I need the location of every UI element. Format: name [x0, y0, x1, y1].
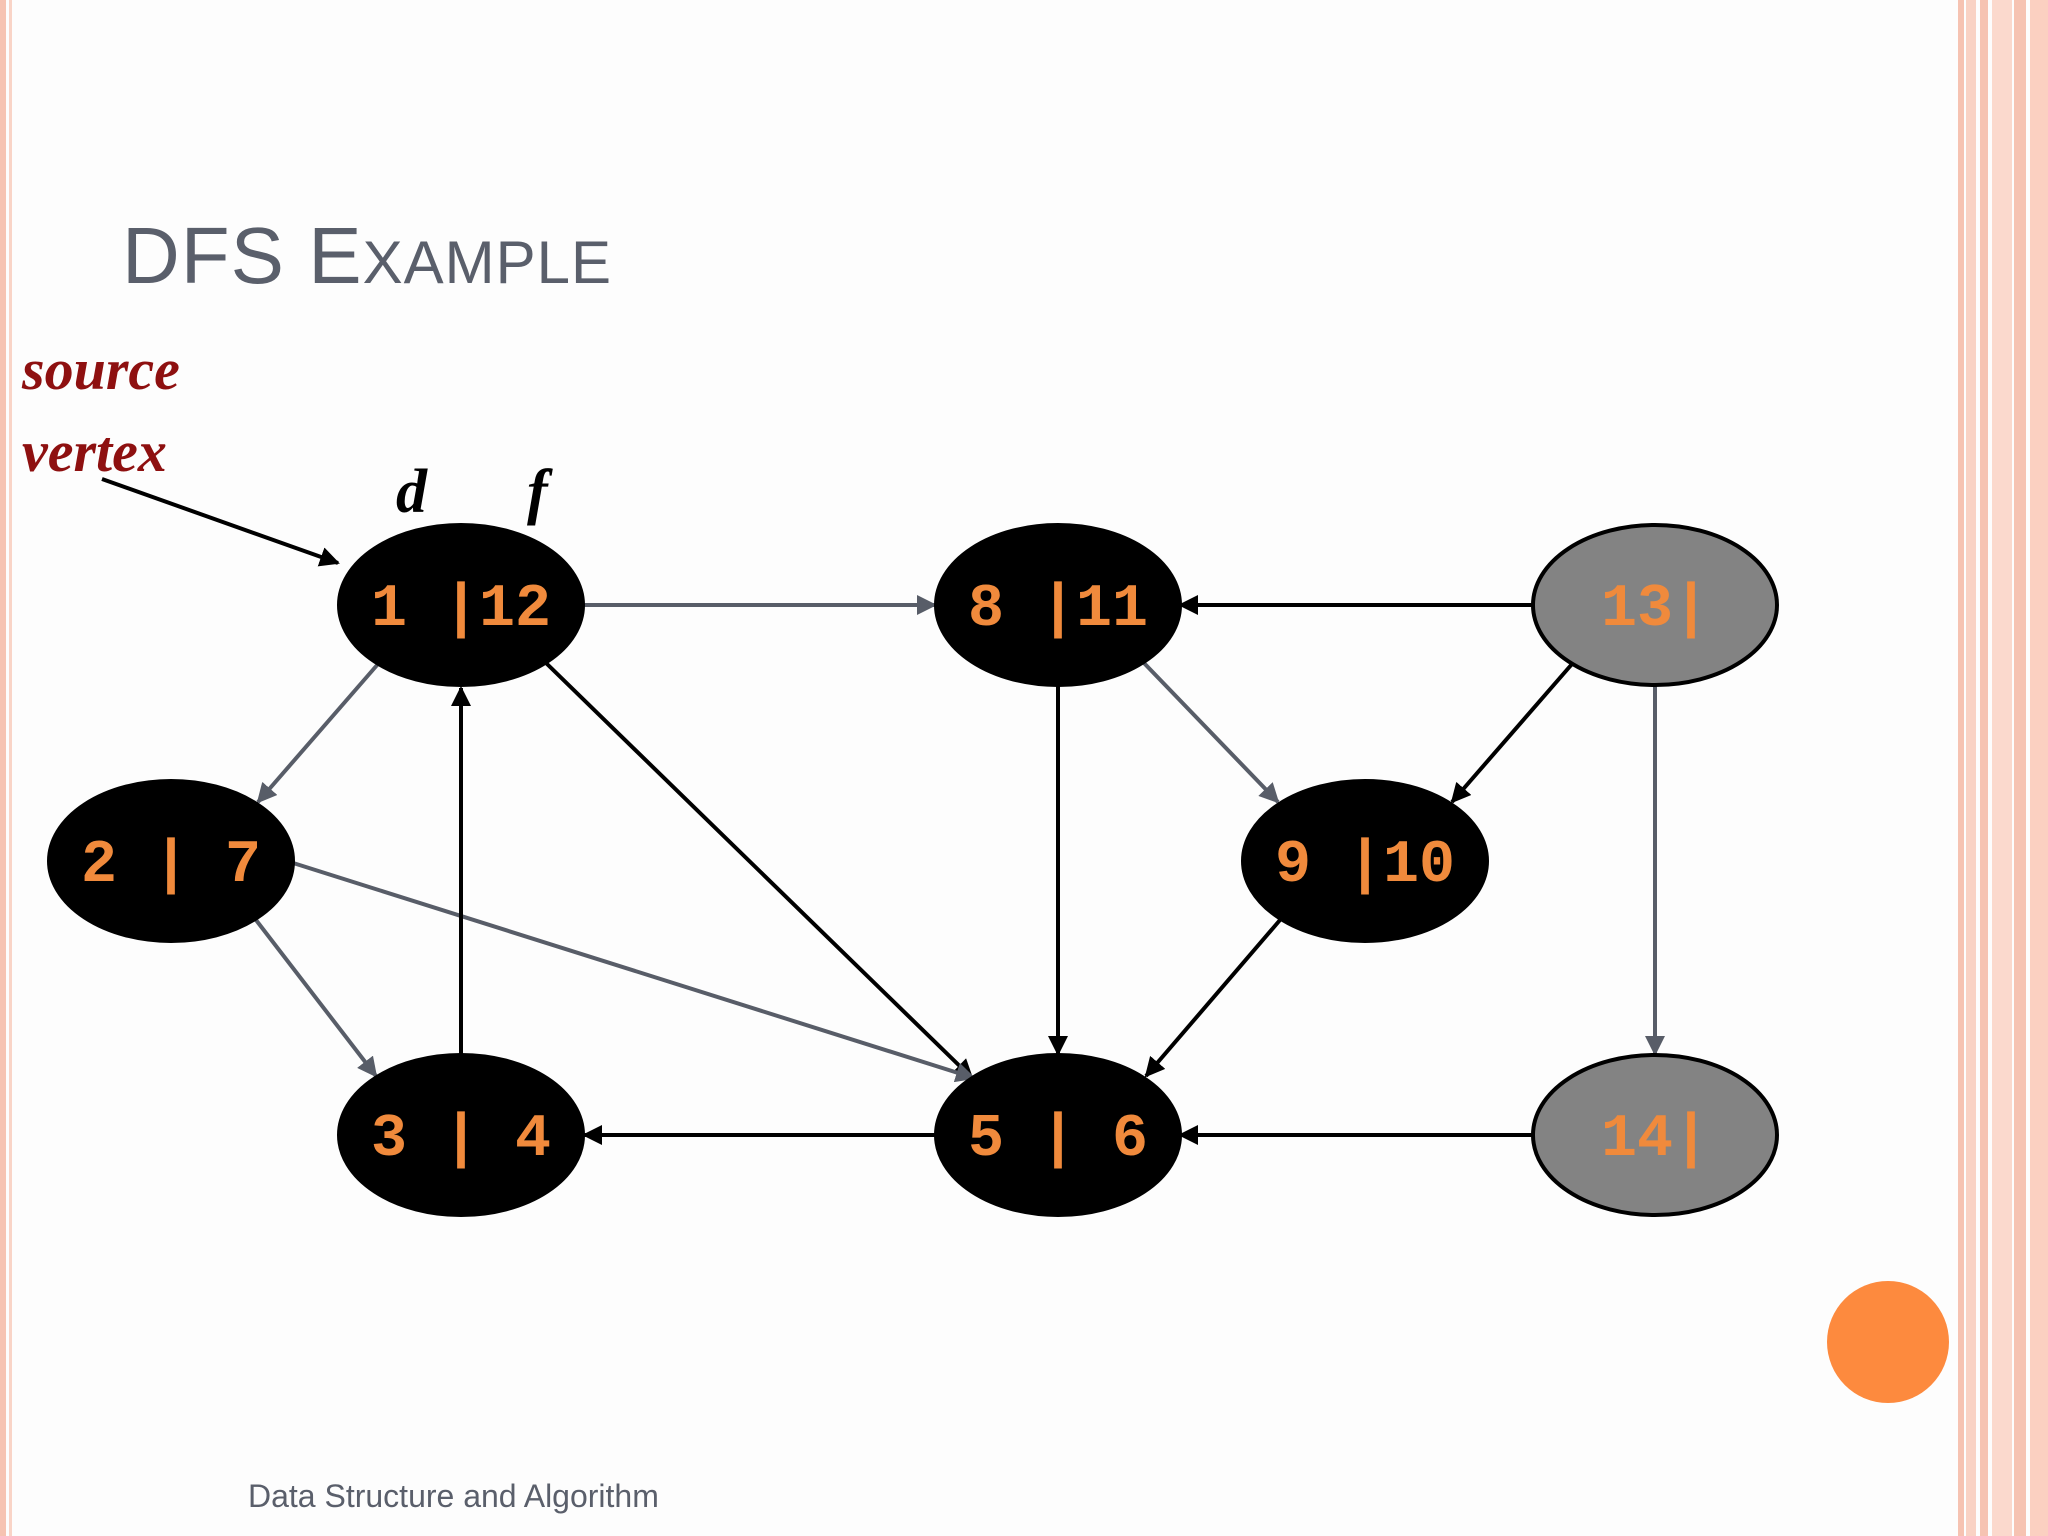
right-border-stripe — [1980, 0, 1988, 1536]
right-border-stripe — [1992, 0, 2012, 1536]
edge-n13-to-n9 — [1450, 662, 1574, 804]
vertex-shape — [47, 779, 295, 943]
right-border-stripe — [2030, 0, 2048, 1536]
vertex-shape — [934, 523, 1182, 687]
vertex-shape — [337, 1053, 585, 1217]
vertex-n8: 8 |11 — [934, 523, 1182, 687]
source-pointer-arrow — [101, 477, 340, 567]
edge-n2-to-n3 — [254, 918, 378, 1078]
discovery-time-label: d — [396, 458, 428, 526]
vertex-label: 3 | 4 — [371, 1106, 551, 1174]
slide-title: DFS EXAMPLE — [122, 210, 612, 302]
vertex-n1: 1 |12 — [337, 523, 585, 687]
vertex-n5: 5 | 6 — [934, 1053, 1182, 1217]
edge-n8-to-n9 — [1141, 660, 1280, 804]
edge-n2-to-n5 — [289, 860, 976, 1083]
vertex-n13: 13| — [1531, 523, 1779, 687]
left-border-rule-inner — [9, 0, 12, 1536]
edge-n1-to-n2 — [256, 662, 380, 804]
source-label-line1: source — [22, 337, 180, 402]
accent-dot — [1827, 1281, 1949, 1403]
right-border-stripe — [2014, 0, 2026, 1536]
vertex-shape — [934, 1053, 1182, 1217]
vertex-label: 13| — [1601, 576, 1709, 644]
vertex-label: 14| — [1601, 1106, 1709, 1174]
edge-n9-to-n5 — [1144, 918, 1282, 1078]
right-border-stripe — [1958, 0, 1964, 1536]
vertex-label: 9 |10 — [1275, 832, 1455, 900]
vertex-n9: 9 |10 — [1241, 779, 1489, 943]
vertex-n3: 3 | 4 — [337, 1053, 585, 1217]
vertex-shape — [1241, 779, 1489, 943]
right-border-stripe — [1966, 0, 1976, 1536]
vertex-label: 5 | 6 — [968, 1106, 1148, 1174]
vertex-n2: 2 | 7 — [47, 779, 295, 943]
vertex-label: 1 |12 — [371, 576, 551, 644]
finish-time-label: f — [527, 458, 553, 526]
left-border-rule — [0, 0, 6, 1536]
source-label-line2: vertex — [22, 419, 167, 484]
title-small-caps: XAMPLE — [362, 229, 613, 296]
vertex-shape — [1531, 523, 1779, 687]
footer-text: Data Structure and Algorithm — [248, 1478, 659, 1514]
vertex-shape — [1531, 1053, 1779, 1217]
title-main: DFS E — [122, 211, 363, 300]
vertex-shape — [337, 523, 585, 687]
vertex-label: 2 | 7 — [81, 832, 261, 900]
vertex-label: 8 |11 — [968, 576, 1148, 644]
edge-n1-to-n5 — [543, 660, 974, 1080]
vertex-n14: 14| — [1531, 1053, 1779, 1217]
